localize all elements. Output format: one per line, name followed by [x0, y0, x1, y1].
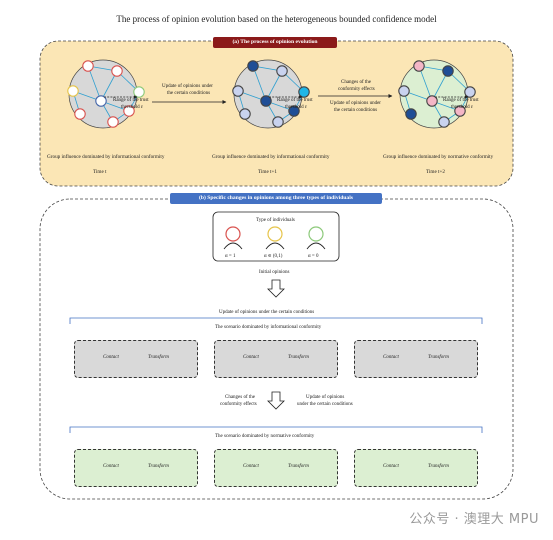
arrow2-text-3: Update of opinions under — [330, 101, 381, 106]
update-opinions: Update of opinions under the certain con… — [219, 310, 315, 315]
transform-label: Transform — [428, 464, 449, 469]
trust-text-1a: Range of the trust — [113, 98, 149, 103]
type-person-red-head — [225, 226, 241, 242]
caption-1: Group influence dominated by information… — [47, 154, 165, 160]
network-t1-edge — [252, 65, 267, 102]
network-t2-node — [442, 65, 454, 77]
scenario-box — [354, 340, 478, 378]
time-3: Time t+2 — [426, 169, 446, 175]
types-title: Type of individuals — [256, 218, 295, 223]
arrow2-text-4: the certain conditions — [334, 108, 378, 113]
down-arrow-2 — [267, 391, 285, 410]
network-t2-node — [454, 105, 466, 117]
network-t-node — [123, 105, 135, 117]
network-t-node — [133, 86, 145, 98]
network-t1-node — [239, 108, 251, 120]
arrow2-text-1: Changes of the — [341, 80, 371, 85]
type-person-red-body — [223, 242, 243, 250]
update2-text-1: Update of opinions — [306, 395, 345, 400]
bracket-informational — [69, 317, 483, 324]
network-t2-edge — [418, 65, 433, 102]
caption-2: Group influence dominated by information… — [212, 154, 330, 160]
scenario-box — [214, 340, 338, 378]
network-t1-node — [276, 65, 288, 77]
network-t-node — [67, 85, 79, 97]
network-t2-node — [426, 95, 438, 107]
arrow2-text-2: conformity effects — [338, 87, 375, 92]
trust-text-2b: threshold ε — [285, 105, 307, 110]
network-t1-node — [272, 116, 284, 128]
scenario-normative: The scenario dominated by normative conf… — [215, 434, 315, 439]
trust-text-2c: threshold ε — [451, 105, 473, 110]
network-t2-node — [405, 108, 417, 120]
network-t1-node — [298, 86, 310, 98]
trust-text-1b: Range of the trust — [277, 98, 313, 103]
panel-b-label: (b) Specific changes in opinions among t… — [170, 193, 382, 204]
transform-label: Transform — [148, 464, 169, 469]
down-arrow-1 — [267, 279, 285, 298]
network-t-node — [82, 60, 94, 72]
update2-text-2: under the certain conditions — [297, 402, 353, 407]
panel-a-label: (a) The process of opinion evolution — [213, 37, 337, 48]
scenario-box — [74, 340, 198, 378]
contact-label: Contact — [243, 355, 259, 360]
network-t-node — [74, 108, 86, 120]
network-t2-node — [413, 60, 425, 72]
network-t2-node — [398, 85, 410, 97]
network-t-node — [107, 116, 119, 128]
network-t2-node — [438, 116, 450, 128]
caption-3: Group influence dominated by normative c… — [383, 154, 494, 160]
initial-opinions: Initial opinions — [259, 270, 290, 275]
contact-label: Contact — [103, 464, 119, 469]
alpha-1: α = 1 — [225, 254, 236, 259]
watermark: 公众号 · 澳理大 MPU — [409, 512, 539, 527]
figure-title: The process of opinion evolution based o… — [116, 14, 437, 24]
scenario-informational: The scenario dominated by informational … — [215, 325, 322, 330]
network-t-edge — [87, 65, 102, 102]
network-t1-node — [247, 60, 259, 72]
network-t1-node — [288, 105, 300, 117]
transform-label: Transform — [288, 355, 309, 360]
transform-label: Transform — [148, 355, 169, 360]
scenario-box — [74, 449, 198, 487]
transform-label: Transform — [428, 355, 449, 360]
alpha-3: α = 0 — [308, 254, 319, 259]
contact-label: Contact — [383, 464, 399, 469]
contact-label: Contact — [103, 355, 119, 360]
changes-text-1: Changes of the — [225, 395, 255, 400]
type-person-yellow-head — [267, 226, 283, 242]
arrow1-text-2: the certain conditions — [167, 91, 211, 96]
arrow1-text-1: Update of opinions under — [162, 84, 213, 89]
network-t-node — [111, 65, 123, 77]
trust-text-1c: Range of the trust — [443, 98, 479, 103]
contact-label: Contact — [383, 355, 399, 360]
time-2: Time t+1 — [258, 169, 278, 175]
network-t1-node — [260, 95, 272, 107]
type-person-yellow-body — [265, 242, 285, 250]
transform-label: Transform — [288, 464, 309, 469]
type-person-green-head — [308, 226, 324, 242]
time-1: Time t — [93, 169, 107, 175]
bracket-normative — [69, 426, 483, 433]
type-person-green-body — [306, 242, 326, 250]
network-t1-node — [232, 85, 244, 97]
contact-label: Contact — [243, 464, 259, 469]
trust-text-2a: threshold ε — [121, 105, 143, 110]
scenario-box — [214, 449, 338, 487]
network-t-node — [95, 95, 107, 107]
alpha-2: α ∈ (0,1) — [264, 254, 283, 259]
changes-text-2: conformity effects — [220, 402, 257, 407]
network-t2-node — [464, 86, 476, 98]
scenario-box — [354, 449, 478, 487]
